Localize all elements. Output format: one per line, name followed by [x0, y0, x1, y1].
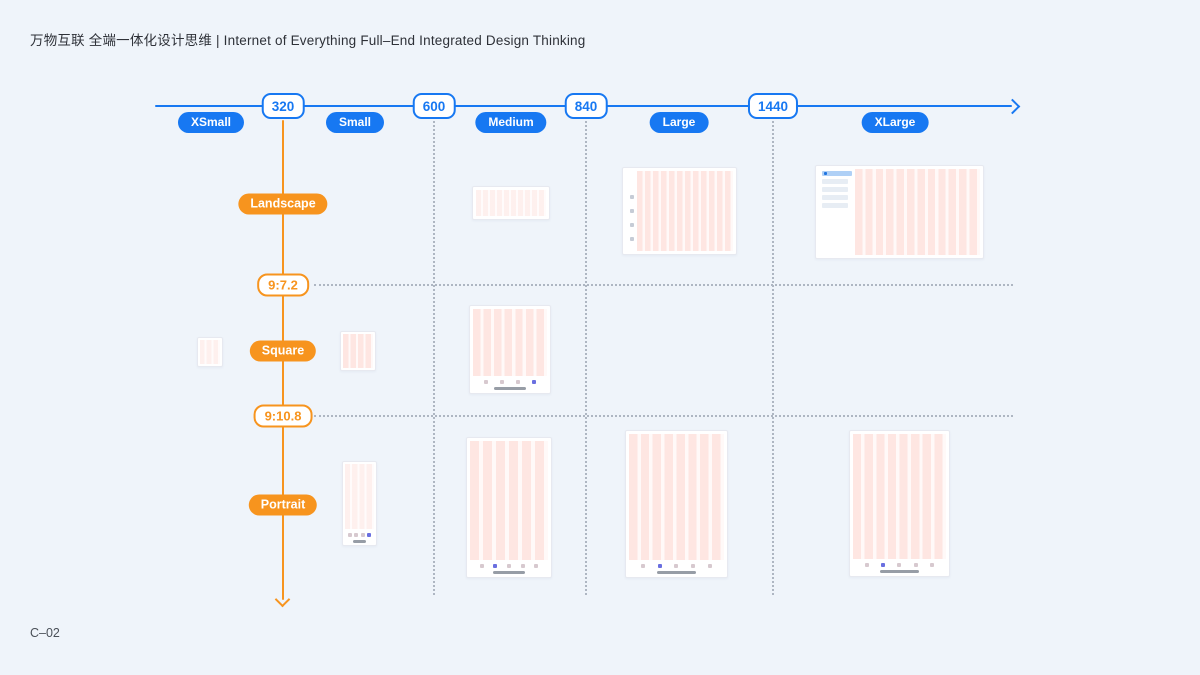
layout-column-grid: [470, 441, 548, 560]
nav-item-icon: [864, 562, 869, 567]
nav-item-active-icon: [881, 562, 886, 567]
layout-column-grid: [853, 434, 946, 559]
nav-item-icon: [479, 563, 484, 568]
page-title: 万物互联 全端一体化设计思维 | Internet of Everything …: [30, 33, 586, 48]
aspect-label-portrait: Portrait: [248, 494, 318, 516]
bottom-nav-bar: [345, 529, 374, 540]
size-class-small: Small: [325, 112, 385, 133]
nav-item-icon: [930, 562, 935, 567]
home-indicator: [492, 571, 526, 574]
breakpoint-value-320: 320: [261, 93, 305, 119]
slide-number: C–02: [30, 626, 60, 640]
nav-item-icon: [360, 532, 365, 537]
nav-item-active-icon: [493, 563, 498, 568]
screen-content: [855, 169, 980, 255]
rail-item-icon: [629, 223, 634, 227]
gridline-vertical-2: [772, 112, 774, 595]
screen-content: [345, 464, 374, 543]
layout-column-grid: [855, 169, 980, 255]
screen-content: [853, 434, 946, 573]
sidebar-item: [822, 195, 848, 200]
nav-rail: [626, 171, 637, 251]
bottom-nav-bar: [853, 559, 946, 570]
sidebar-item-active: [822, 171, 852, 176]
screen-content: [629, 434, 724, 574]
screen-content: [343, 334, 373, 368]
layout-column-grid: [200, 340, 220, 364]
rail-item-icon: [629, 209, 634, 213]
device-medium-landscape: [472, 186, 550, 220]
nav-item-active-icon: [657, 563, 662, 568]
bottom-nav-bar: [473, 376, 547, 387]
breakpoint-value-600: 600: [412, 93, 456, 119]
layout-column-grid: [345, 464, 374, 529]
layout-column-grid: [637, 171, 733, 251]
nav-item-icon: [707, 563, 712, 568]
nav-item-icon: [499, 379, 504, 384]
rail-item-icon: [629, 237, 634, 241]
nav-item-icon: [641, 563, 646, 568]
breakpoint-axis-arrow-icon: [1004, 98, 1021, 115]
nav-item-icon: [347, 532, 352, 537]
size-class-medium: Medium: [475, 112, 547, 133]
aspect-label-9-7-2: 9:7.2: [257, 273, 309, 297]
aspect-label-square: Square: [249, 340, 317, 362]
gridline-horizontal-1: [314, 415, 1013, 417]
nav-item-icon: [913, 562, 918, 567]
nav-item-active-icon: [367, 532, 372, 537]
home-indicator: [494, 387, 526, 390]
screen-content: [476, 190, 546, 216]
size-class-large: Large: [649, 112, 709, 133]
home-indicator: [656, 571, 697, 574]
device-medium-portrait: [466, 437, 552, 578]
nav-item-icon: [516, 379, 521, 384]
device-xlarge-landscape: [815, 165, 984, 259]
device-large-portrait: [625, 430, 728, 578]
layout-column-grid: [476, 190, 546, 216]
aspect-label-9-10-8: 9:10.8: [253, 404, 313, 428]
home-indicator: [879, 570, 920, 573]
sidebar-item: [822, 187, 848, 192]
nav-item-icon: [354, 532, 359, 537]
layout-column-grid: [343, 334, 373, 368]
sidebar-item: [822, 179, 848, 184]
breakpoint-value-1440: 1440: [747, 93, 799, 119]
aspect-axis-arrow-icon: [274, 591, 291, 608]
gridline-horizontal-0: [314, 284, 1013, 286]
screen-content: [470, 441, 548, 574]
sidebar-menu: [819, 169, 855, 255]
device-small-portrait: [342, 461, 377, 546]
aspect-label-landscape: Landscape: [238, 193, 328, 215]
nav-item-icon: [674, 563, 679, 568]
nav-item-icon: [483, 379, 488, 384]
device-large-landscape: [622, 167, 737, 255]
nav-item-icon: [520, 563, 525, 568]
breakpoint-value-840: 840: [564, 93, 608, 119]
sidebar-item: [822, 203, 848, 208]
nav-item-icon: [691, 563, 696, 568]
layout-column-grid: [473, 309, 547, 376]
nav-item-icon: [534, 563, 539, 568]
device-xsmall-square: [197, 337, 223, 367]
device-small-square: [340, 331, 376, 371]
nav-item-active-icon: [532, 379, 537, 384]
layout-column-grid: [629, 434, 724, 560]
gridline-vertical-1: [585, 112, 587, 595]
home-indicator: [353, 540, 366, 543]
bottom-nav-bar: [629, 560, 724, 571]
screen-content: [200, 340, 220, 364]
device-medium-square: [469, 305, 551, 394]
screen-content: [637, 171, 733, 251]
size-class-xsmall: XSmall: [177, 112, 245, 133]
bottom-nav-bar: [470, 560, 548, 571]
nav-item-icon: [897, 562, 902, 567]
device-xlarge-portrait: [849, 430, 950, 577]
rail-item-icon: [629, 195, 634, 199]
gridline-vertical-0: [433, 112, 435, 595]
nav-item-icon: [506, 563, 511, 568]
screen-content: [473, 309, 547, 390]
size-class-xlarge: XLarge: [861, 112, 929, 133]
